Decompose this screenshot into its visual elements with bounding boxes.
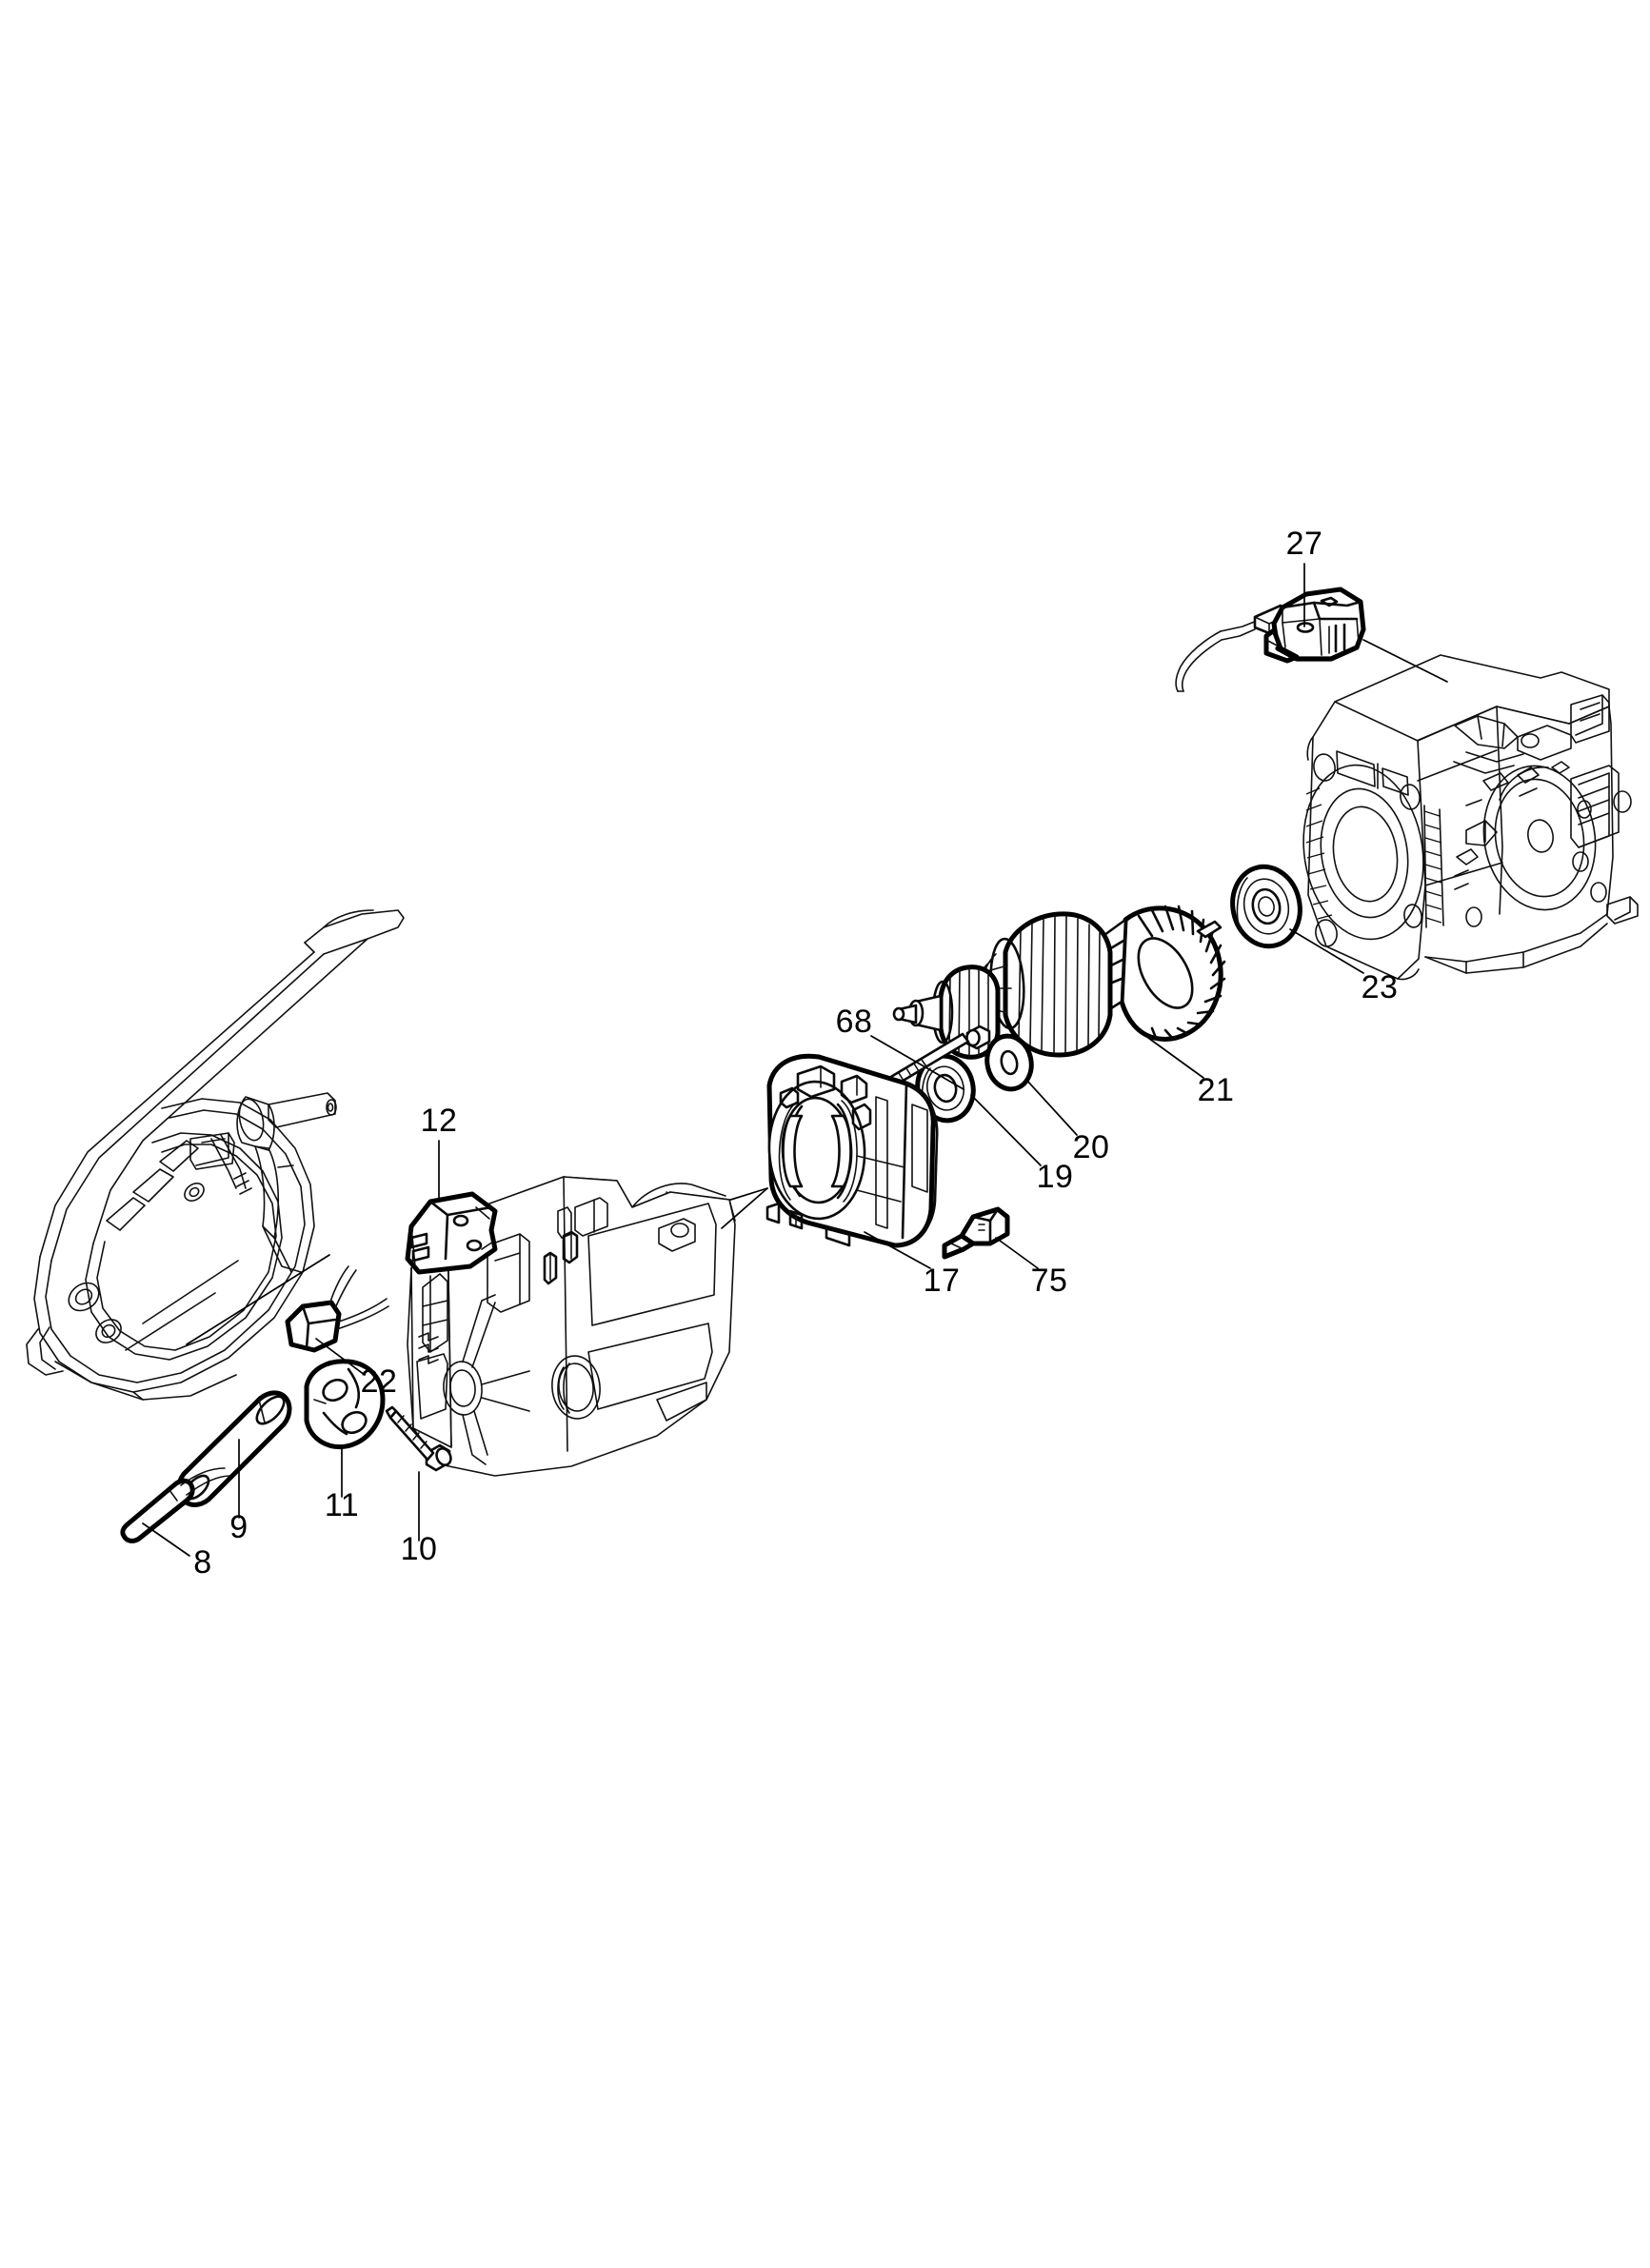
callout-68: 68 <box>836 1004 964 1090</box>
callout-17: 17 <box>864 1231 961 1299</box>
callout-11: 11 <box>325 1447 359 1523</box>
callout-label-21: 21 <box>1198 1072 1235 1108</box>
callout-23: 23 <box>1289 928 1399 1005</box>
callout-label-9: 9 <box>229 1509 248 1545</box>
callout-label-19: 19 <box>1037 1159 1074 1195</box>
callout-label-10: 10 <box>401 1531 438 1567</box>
part-10-clamp-screw <box>385 1405 452 1472</box>
callout-label-75: 75 <box>1031 1263 1068 1299</box>
callout-label-22: 22 <box>361 1363 398 1400</box>
callout-layer: 27 23 21 20 19 68 17 75 <box>142 526 1399 1581</box>
callout-label-68: 68 <box>836 1004 873 1040</box>
callout-27: 27 <box>1286 526 1323 627</box>
gear-housing-assembly <box>1302 654 1639 981</box>
callout-22: 22 <box>315 1338 398 1400</box>
callout-21: 21 <box>1147 1037 1235 1108</box>
part-23-ball-bearing <box>1230 864 1302 949</box>
callout-label-17: 17 <box>924 1263 961 1299</box>
callout-20: 20 <box>1025 1079 1110 1165</box>
callout-75: 75 <box>995 1237 1068 1299</box>
part-22-noise-suppressor <box>285 1265 389 1353</box>
callout-8: 8 <box>142 1522 211 1581</box>
handle-housing <box>26 909 405 1401</box>
callout-10: 10 <box>401 1471 438 1567</box>
callout-label-27: 27 <box>1286 526 1323 562</box>
callout-12: 12 <box>421 1103 458 1199</box>
callout-9: 9 <box>229 1439 248 1545</box>
part-11-cord-clamp <box>304 1359 386 1449</box>
part-8-power-cord-end <box>120 1467 231 1543</box>
callout-label-23: 23 <box>1362 969 1399 1005</box>
callout-19: 19 <box>970 1094 1074 1195</box>
part-17-field-stator <box>681 1053 939 1248</box>
part-20-flat-washer <box>984 1033 1034 1092</box>
callout-label-8: 8 <box>193 1544 211 1581</box>
callout-label-12: 12 <box>421 1103 458 1139</box>
callout-label-11: 11 <box>325 1487 359 1523</box>
part-75-brush-terminal-bracket <box>942 1206 1010 1260</box>
callout-label-20: 20 <box>1073 1129 1110 1165</box>
part-27-switch-assembly <box>1175 587 1448 692</box>
part-12-switch-cover <box>405 1191 498 1275</box>
